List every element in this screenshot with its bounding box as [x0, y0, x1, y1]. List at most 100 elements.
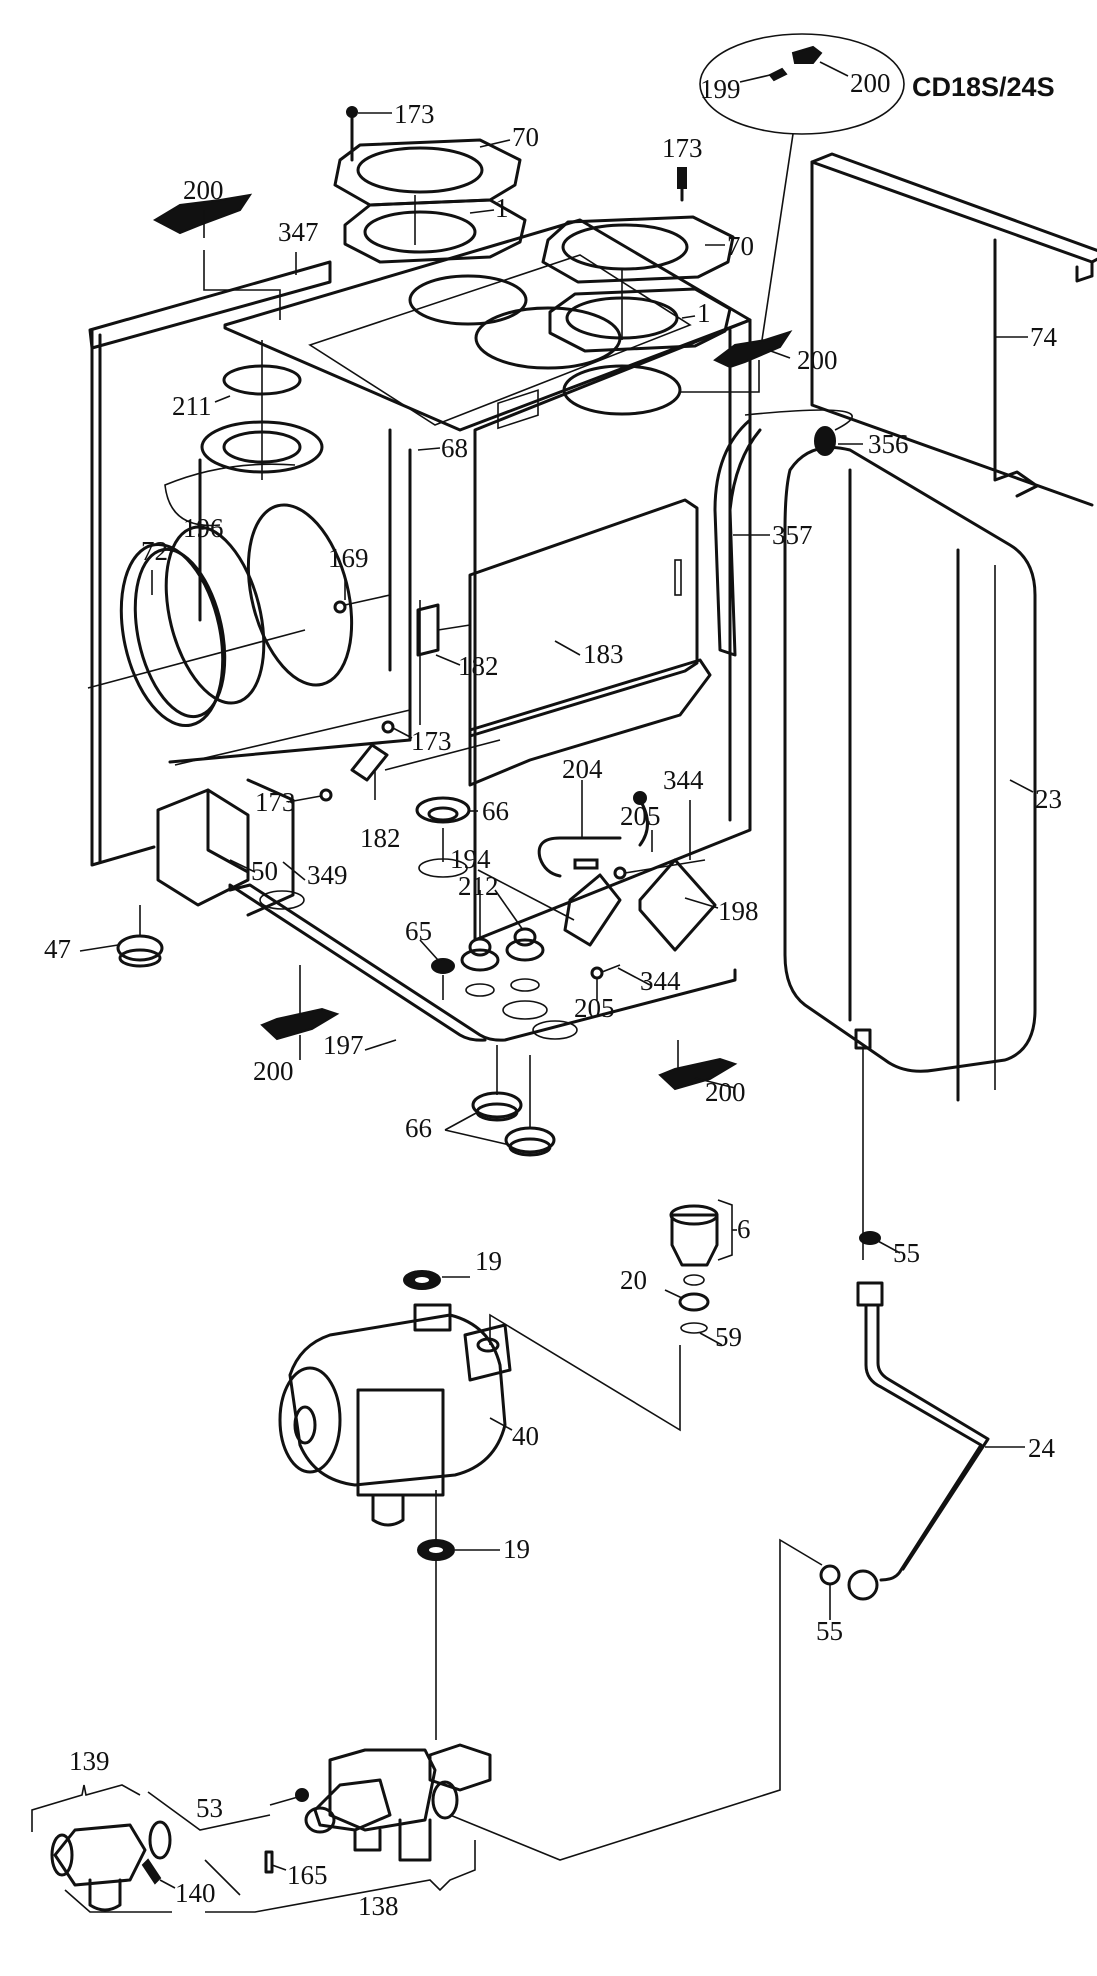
expansion-vessel-23: [783, 446, 1037, 1260]
label-199-callout: 199: [700, 74, 741, 104]
label-59: 59: [715, 1322, 742, 1352]
label-53: 53: [196, 1793, 223, 1823]
pipe-nut-lower: [847, 1569, 879, 1601]
label-72: 72: [141, 536, 168, 566]
variant-callout: [699, 33, 905, 341]
seal-196: [164, 525, 266, 705]
label-47: 47: [44, 934, 71, 964]
label-204: 204: [562, 754, 603, 784]
seal-ring-72: [119, 542, 225, 728]
bracket-198: [638, 858, 717, 952]
bracket-182-upper: [416, 603, 440, 657]
label-349: 349: [307, 860, 348, 890]
screw-165: [264, 1850, 274, 1874]
label-173-lower: 173: [255, 787, 296, 817]
grommet-47: [116, 934, 164, 962]
label-347: 347: [278, 217, 319, 247]
screw-173-mid: [381, 720, 395, 734]
label-70-left: 70: [512, 122, 539, 152]
label-169: 169: [328, 543, 369, 573]
label-140: 140: [175, 1878, 216, 1908]
label-205-upper: 205: [620, 801, 661, 831]
label-357: 357: [772, 520, 813, 550]
label-1-left: 1: [495, 193, 509, 223]
gasket-1-left: [343, 198, 527, 264]
transformer-50: [156, 778, 306, 917]
clip-200-top-left: [152, 193, 253, 235]
model-label: CD18S/24S: [912, 72, 1055, 102]
label-197: 197: [323, 1030, 364, 1060]
label-19-lower: 19: [503, 1534, 530, 1564]
grommet-65: [431, 958, 455, 974]
label-173-mid: 173: [411, 726, 452, 756]
label-70-right: 70: [727, 231, 754, 261]
bracket-182-lower: [350, 743, 389, 782]
valve-assembly-138: [205, 1743, 492, 1913]
clip-200-lower-right: [658, 1057, 738, 1091]
screw-205-lower: [590, 966, 604, 980]
callout-oval: [699, 33, 905, 135]
front-panel: [473, 318, 752, 942]
label-344-lower: 344: [640, 966, 681, 996]
label-212: 212: [458, 871, 499, 901]
grommets-66-lower: [444, 1045, 556, 1157]
part-labels: 173 70 1 200 347 173 70 1 200 74 199 200…: [44, 68, 1062, 1921]
grommet-66-upper: [415, 796, 471, 824]
label-200-lower-right: 200: [705, 1077, 746, 1107]
label-200-lower-left: 200: [253, 1056, 294, 1086]
casing-68: [88, 218, 752, 942]
o-ring-59: [680, 1322, 708, 1334]
control-box-194: [477, 800, 719, 952]
cable-204: [537, 836, 622, 878]
screw-199-icon: [768, 67, 788, 82]
clip-200-icon: [791, 45, 823, 64]
label-165: 165: [287, 1860, 328, 1890]
label-200-callout: 200: [850, 68, 891, 98]
label-74: 74: [1030, 322, 1058, 352]
label-198: 198: [718, 896, 759, 926]
clip-200-top-right: [713, 330, 793, 369]
label-55-upper: 55: [893, 1238, 920, 1268]
label-65: 65: [405, 916, 432, 946]
pump-40: [278, 1270, 513, 1740]
label-205-lower: 205: [574, 993, 615, 1023]
label-1-right: 1: [697, 298, 711, 328]
label-23: 23: [1035, 784, 1062, 814]
flange-70-left: [333, 138, 522, 207]
washer-55-lower: [819, 1564, 841, 1586]
label-182-upper: 182: [458, 651, 499, 681]
label-66-lower: 66: [405, 1113, 432, 1143]
label-66-upper: 66: [482, 796, 509, 826]
label-55-lower: 55: [816, 1616, 843, 1646]
bracket-74: [810, 152, 1097, 507]
label-211: 211: [172, 391, 212, 421]
label-200-right: 200: [797, 345, 838, 375]
air-vent-6: [489, 1199, 737, 1432]
screw-173-lower: [319, 788, 333, 802]
bottom-panel-197: [228, 883, 737, 1051]
label-344-upper: 344: [663, 765, 704, 795]
label-40: 40: [512, 1421, 539, 1451]
label-194: 194: [450, 844, 491, 874]
label-139: 139: [69, 1746, 110, 1776]
label-356: 356: [868, 429, 909, 459]
label-200-top-left: 200: [183, 175, 224, 205]
label-6: 6: [737, 1214, 751, 1244]
hose-357: [713, 418, 762, 657]
flue-outlet: [87, 340, 411, 766]
clip-200-lower-left: [260, 1007, 340, 1041]
label-173-top: 173: [394, 99, 435, 129]
label-183: 183: [583, 639, 624, 669]
pipe-nut-upper: [856, 1281, 884, 1307]
label-20: 20: [620, 1265, 647, 1295]
label-19-upper: 19: [475, 1246, 502, 1276]
label-182-lower: 182: [360, 823, 401, 853]
grommets-212: [460, 889, 545, 997]
label-24: 24: [1028, 1433, 1056, 1463]
label-196: 196: [183, 513, 224, 543]
label-68: 68: [441, 433, 468, 463]
pipe-24: [449, 1231, 1025, 1861]
grommet-356: [814, 426, 836, 456]
valve-kit-139: [31, 1784, 271, 1913]
